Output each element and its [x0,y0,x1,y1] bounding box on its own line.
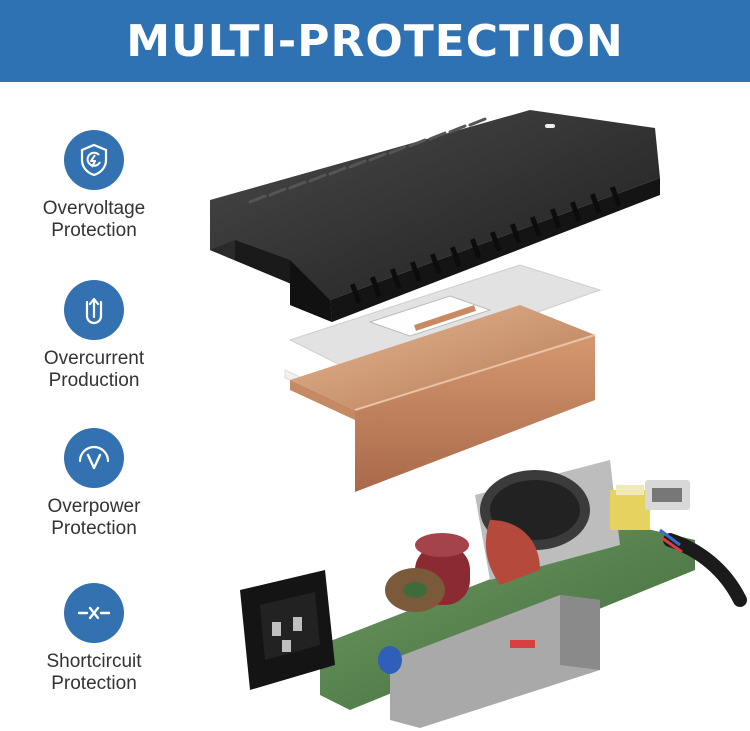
header-banner: MULTI-PROTECTION [0,0,750,82]
feature-overpower: Overpower Protection [14,428,174,540]
feature-label-line2: Protection [51,518,137,539]
copper-heat-shield [290,305,596,492]
feature-label-line1: Overpower [47,496,141,517]
power-adapter-exploded-illustration [210,110,747,728]
shortcircuit-x-icon [64,583,124,643]
current-arrow-icon [64,280,124,340]
feature-shortcircuit: Shortcircuit Protection [14,583,174,695]
feature-label-line1: Overvoltage [42,198,146,219]
gauge-v-icon [64,428,124,488]
top-casing [210,110,660,322]
feature-overvoltage: Overvoltage Protection [14,130,174,242]
feature-overcurrent: Overcurrent Production [14,280,174,392]
pcb-assembly [240,460,747,728]
feature-label-line2: Production [48,370,140,391]
feature-label-line1: Shortcircuit [46,651,142,672]
shield-bolt-icon [64,130,124,190]
feature-label-line1: Overcurrent [43,348,145,369]
feature-label-line2: Protection [51,673,137,694]
page-title: MULTI-PROTECTION [126,15,624,67]
feature-label-line2: Protection [51,220,137,241]
